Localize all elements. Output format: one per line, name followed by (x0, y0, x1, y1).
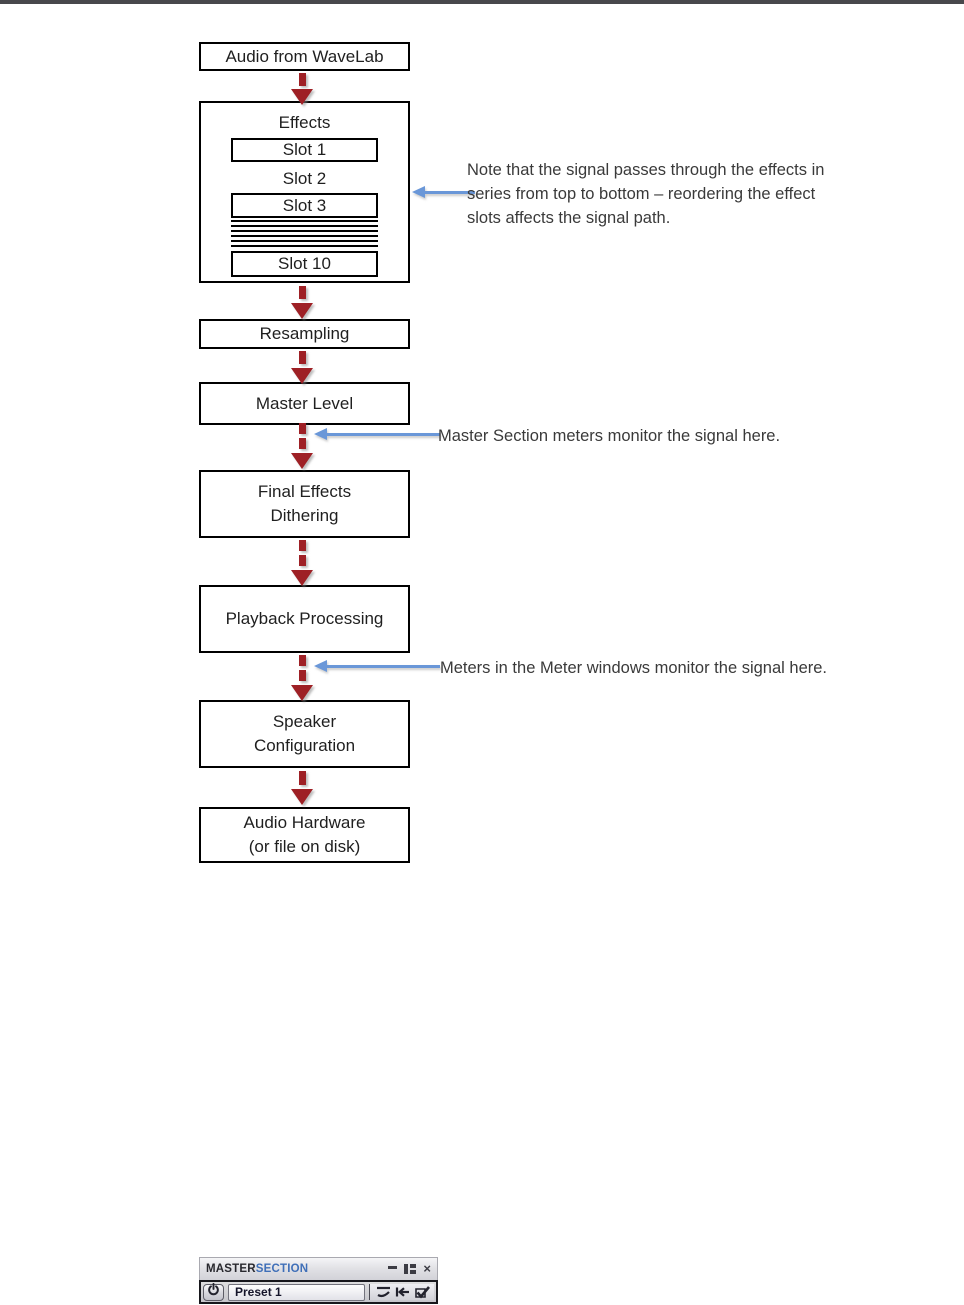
close-icon[interactable]: × (423, 1261, 431, 1276)
flow-box-final-effects-dithering: Final Effects Dithering (199, 470, 410, 538)
render-check-icon[interactable] (412, 1284, 432, 1300)
flow-box-label-line2: Dithering (270, 506, 339, 525)
effects-collapsed-slots (231, 220, 378, 250)
effects-slot-2: Slot 2 (231, 166, 378, 191)
effects-title: Effects (278, 113, 331, 132)
effects-slot-1: Slot 1 (231, 138, 378, 162)
flow-arrow-down-icon (291, 73, 313, 105)
power-button[interactable] (203, 1282, 224, 1301)
flow-box-speaker-configuration: Speaker Configuration (199, 700, 410, 768)
flow-arrow-down-icon (291, 286, 313, 319)
flow-box-audio-from-wavelab: Audio from WaveLab (199, 42, 410, 71)
flow-box-label-line2: Configuration (253, 736, 356, 755)
smart-bypass-icon[interactable] (374, 1284, 393, 1300)
flow-box-label-line2: (or file on disk) (248, 837, 361, 856)
flow-box-effects: Effects Slot 1 Slot 2 Slot 3 Slot 10 (199, 101, 410, 283)
flow-box-label: Master Level (255, 393, 354, 413)
preset-selector[interactable]: Preset 1 (228, 1283, 365, 1301)
flow-box-label: Playback Processing (225, 609, 384, 628)
flow-arrow-down-icon (291, 540, 313, 586)
callout-arrow-left-icon (412, 186, 475, 198)
flow-arrow-down-icon (291, 351, 313, 384)
effects-slot-3: Slot 3 (231, 193, 378, 218)
note-line-2: series from top to bottom – reordering t… (467, 185, 816, 203)
window-title: MASTERSECTION (206, 1263, 308, 1275)
effects-series-note: Note that the signal passes through the … (467, 158, 824, 230)
toolbar-icon-group (369, 1284, 434, 1300)
flow-box-label: Resampling (259, 324, 350, 343)
flow-box-resampling: Resampling (199, 319, 410, 349)
note-line-1: Note that the signal passes through the … (467, 161, 825, 179)
master-meters-note: Master Section meters monitor the signal… (438, 427, 781, 445)
flow-arrow-down-icon (291, 423, 313, 469)
page-top-edge (0, 0, 964, 4)
note-line-3: slots affects the signal path. (467, 209, 671, 227)
minimize-icon[interactable] (388, 1265, 398, 1269)
flow-box-master-level: Master Level (199, 382, 410, 425)
master-section-window: MASTERSECTION × Preset 1 (199, 1257, 438, 1304)
effects-slot-10: Slot 10 (231, 251, 378, 277)
master-section-titlebar[interactable]: MASTERSECTION × (199, 1257, 438, 1280)
flow-box-label-line1: Final Effects (257, 482, 352, 501)
callout-arrow-left-icon (314, 428, 440, 440)
flow-box-label-line1: Audio Hardware (243, 813, 366, 832)
flow-box-label-line1: Speaker (272, 712, 337, 731)
layout-panel-icon[interactable] (404, 1264, 417, 1274)
flow-arrow-down-icon (291, 771, 313, 805)
window-title-section: SECTION (255, 1263, 309, 1275)
callout-arrow-left-icon (314, 660, 440, 672)
flow-arrow-down-icon (291, 655, 313, 701)
window-title-master: MASTER (206, 1263, 256, 1275)
flow-box-audio-hardware: Audio Hardware (or file on disk) (199, 807, 410, 863)
meter-windows-note: Meters in the Meter windows monitor the … (440, 659, 828, 677)
flow-box-label: Audio from WaveLab (225, 46, 384, 66)
master-section-toolbar: Preset 1 (199, 1280, 438, 1304)
reset-icon[interactable] (394, 1284, 411, 1300)
power-icon (207, 1282, 220, 1301)
flow-box-playback-processing: Playback Processing (199, 585, 410, 653)
